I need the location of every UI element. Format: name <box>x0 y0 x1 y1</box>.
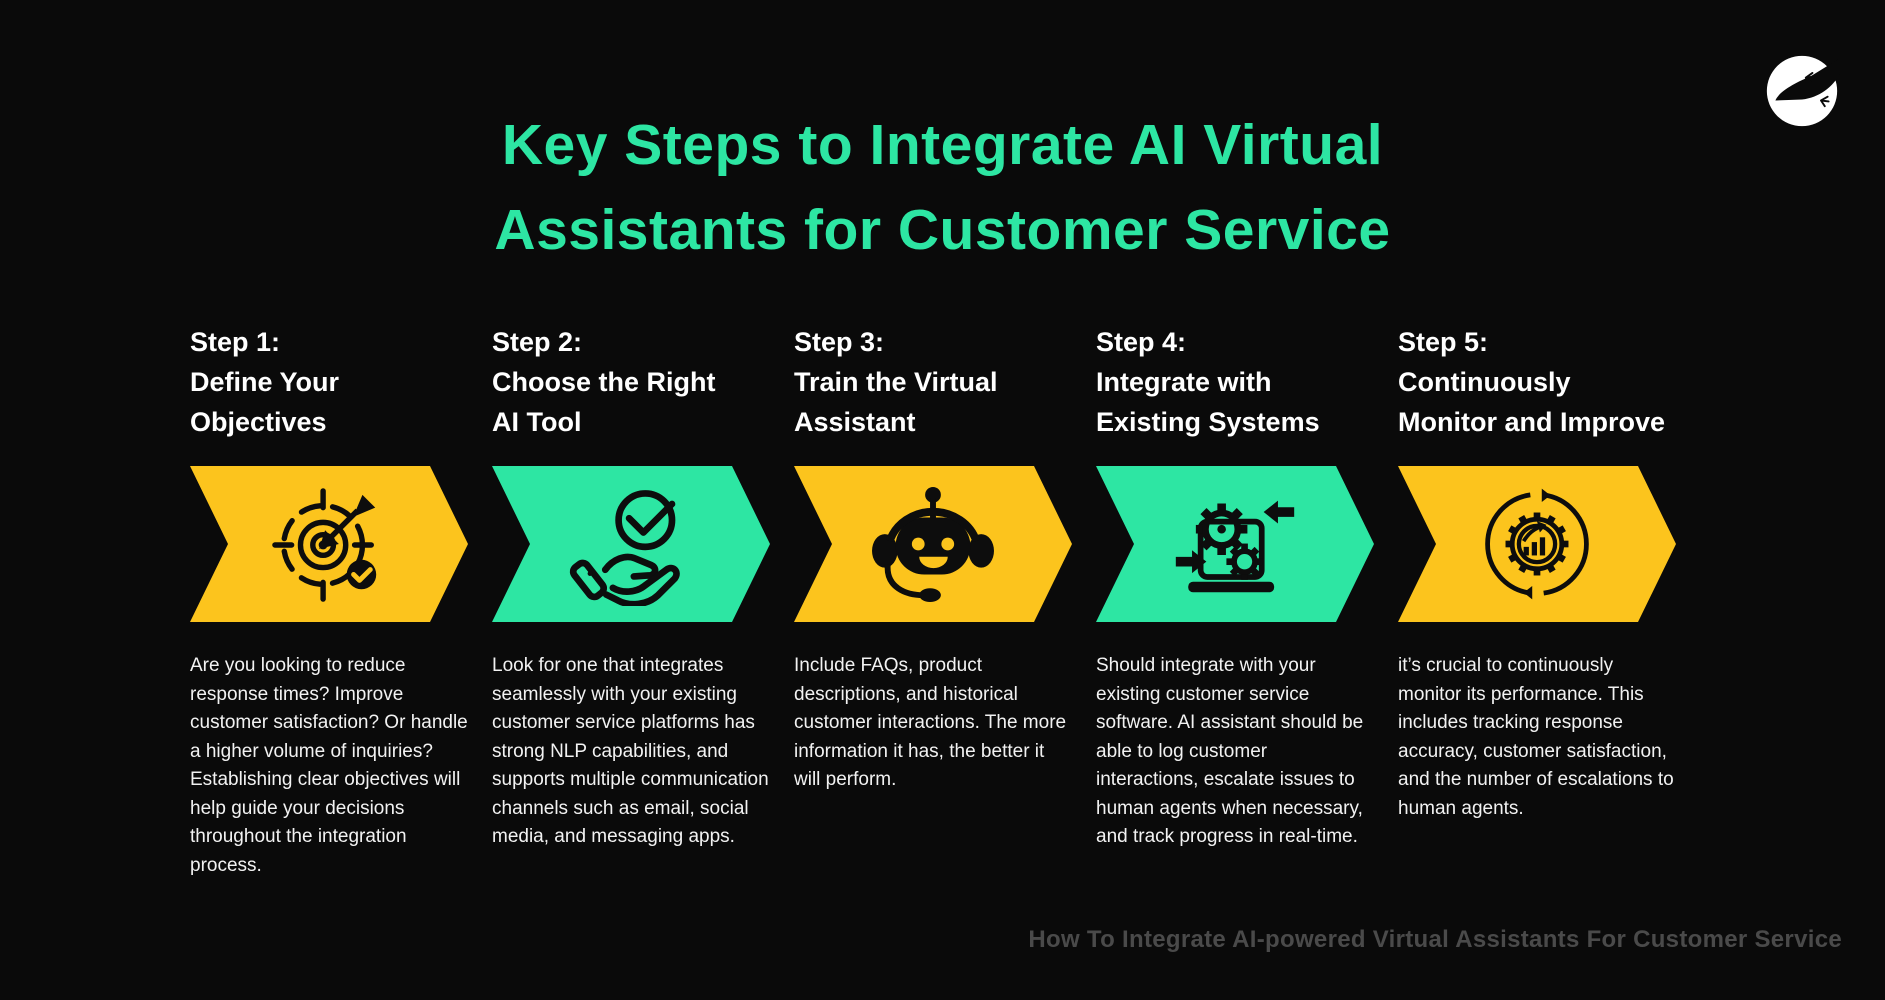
step-1-label: Step 1: <box>190 327 281 357</box>
step-1-arrow-banner <box>190 466 468 622</box>
step-5-label: Step 5: <box>1398 327 1489 357</box>
step-1-column: Step 1: Define Your Objectives <box>190 322 468 880</box>
chatbot-robot-icon <box>872 486 994 603</box>
step-5-title-line-1: Continuously <box>1398 367 1571 397</box>
step-3-title-line-1: Train the Virtual <box>794 367 998 397</box>
step-4-title-line-1: Integrate with <box>1096 367 1272 397</box>
brand-logo <box>1764 53 1840 129</box>
step-1-heading: Step 1: Define Your Objectives <box>190 322 468 442</box>
step-3-heading: Step 3: Train the Virtual Assistant <box>794 322 1072 442</box>
laptop-gears-icon <box>1175 500 1295 592</box>
step-5-description: it’s crucial to continuously monitor its… <box>1398 655 1674 819</box>
footer-caption: How To Integrate AI-powered Virtual Assi… <box>1028 926 1842 953</box>
step-3-title-line-2: Assistant <box>794 407 916 437</box>
step-5-heading: Step 5: Continuously Monitor and Improve <box>1398 322 1676 442</box>
step-2-label: Step 2: <box>492 327 583 357</box>
target-dart-check-icon <box>272 488 377 602</box>
step-5-column: Step 5: Continuously Monitor and Improve <box>1398 322 1676 880</box>
step-1-title-line-2: Objectives <box>190 407 327 437</box>
step-4-label: Step 4: <box>1096 327 1187 357</box>
step-4-heading: Step 4: Integrate with Existing Systems <box>1096 322 1374 442</box>
step-4-arrow-banner <box>1096 466 1374 622</box>
step-1-description: Are you looking to reduce response times… <box>190 655 468 876</box>
step-4-column: Step 4: Integrate with Existing Systems <box>1096 322 1374 880</box>
steps-row: Step 1: Define Your Objectives <box>190 322 1676 880</box>
step-3-arrow-banner <box>794 466 1072 622</box>
gecko-circle-logo-icon <box>1766 55 1840 127</box>
step-4-title-line-2: Existing Systems <box>1096 407 1320 437</box>
step-2-arrow-banner <box>492 466 770 622</box>
step-2-title-line-1: Choose the Right <box>492 367 716 397</box>
page-title-line-2: Assistants for Customer Service <box>494 198 1391 262</box>
step-2-column: Step 2: Choose the Right AI Tool Look fo… <box>492 322 770 880</box>
step-2-heading: Step 2: Choose the Right AI Tool <box>492 322 770 442</box>
step-5-arrow-banner <box>1398 466 1676 622</box>
step-3-label: Step 3: <box>794 327 885 357</box>
step-3-description: Include FAQs, product descriptions, and … <box>794 655 1067 790</box>
page-title-line-1: Key Steps to Integrate AI Virtual <box>501 113 1384 177</box>
gear-chart-cycle-icon <box>1485 488 1589 600</box>
hand-check-icon <box>569 490 680 606</box>
page-title: Key Steps to Integrate AI Virtual Assist… <box>0 103 1885 273</box>
step-4-description: Should integrate with your existing cust… <box>1096 655 1364 847</box>
step-1-title-line-1: Define Your <box>190 367 340 397</box>
step-2-title-line-2: AI Tool <box>492 407 582 437</box>
step-3-column: Step 3: Train the Virtual Assistant <box>794 322 1072 880</box>
step-2-description: Look for one that integrates seamlessly … <box>492 655 769 847</box>
step-5-title-line-2: Monitor and Improve <box>1398 407 1666 437</box>
